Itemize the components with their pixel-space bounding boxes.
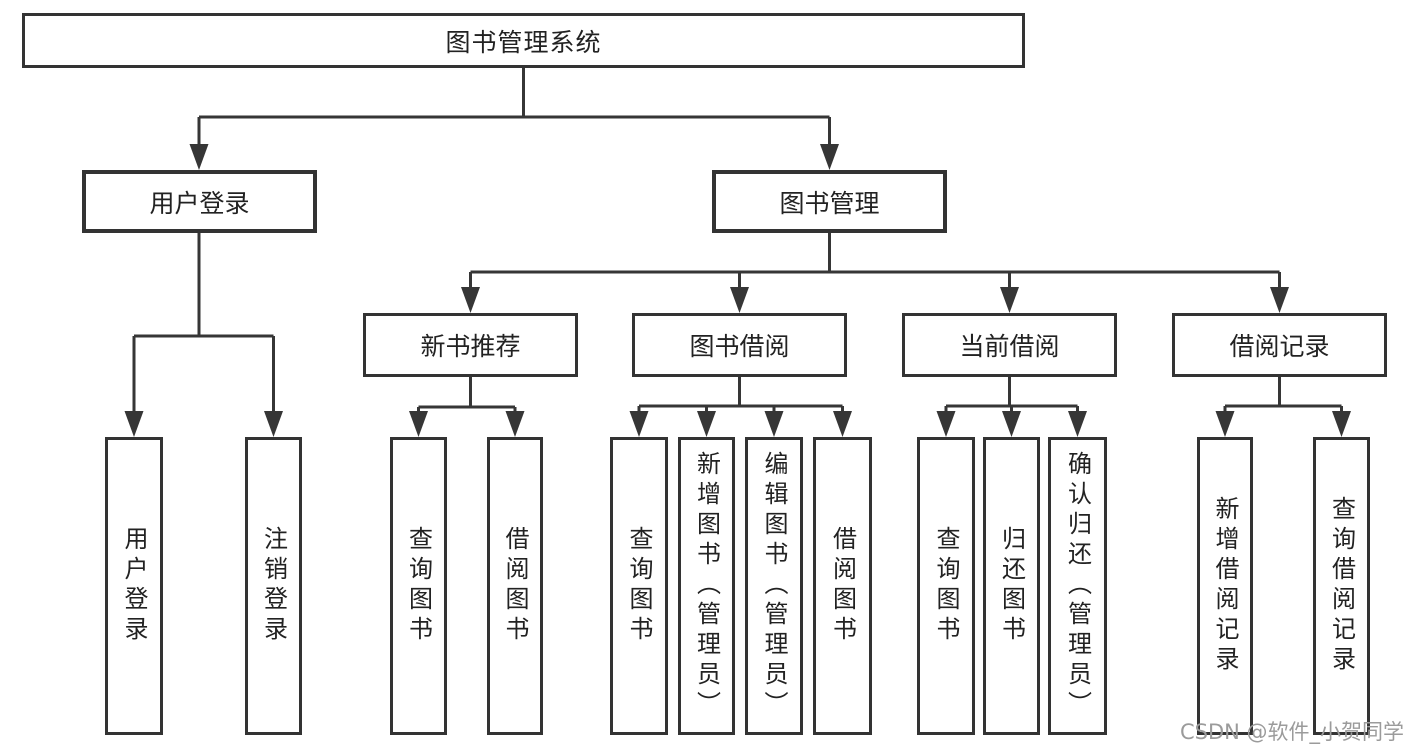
node-label: 新增图书（管理员） (692, 451, 721, 721)
leaf-logout: 注销登录 (245, 437, 302, 735)
leaf-query-books-recommend: 查询图书 (390, 437, 447, 735)
arrow-down-icon (1000, 287, 1019, 313)
arrow-down-icon (189, 144, 209, 170)
connector-user-login-children (132, 233, 275, 419)
watermark: CSDN @软件_小贺同学 (1180, 720, 1405, 744)
arrow-down-icon (629, 411, 649, 437)
node-label: 用户登录 (149, 188, 250, 218)
arrow-down-icon (1068, 411, 1087, 437)
arrow-down-icon (936, 411, 956, 437)
node-label: 查询图书 (404, 526, 433, 646)
node-user-login: 用户登录 (82, 170, 317, 233)
arrow-down-icon (124, 411, 144, 437)
arrow-down-icon (1332, 411, 1351, 437)
node-label: 新增借阅记录 (1211, 496, 1239, 676)
node-book-management: 图书管理 (712, 170, 947, 233)
arrow-down-icon (697, 411, 716, 437)
node-new-book-recommend: 新书推荐 (363, 313, 578, 377)
arrowheads (124, 144, 1351, 437)
arrow-down-icon (730, 287, 749, 313)
connector-book-borrowing-children (637, 377, 844, 419)
arrow-down-icon (833, 411, 852, 437)
connector-root-to-level2 (197, 68, 831, 152)
connector-borrowing-records-children (1223, 377, 1343, 419)
node-label: 图书借阅 (689, 332, 790, 361)
node-label: 注销登录 (259, 526, 288, 646)
leaf-add-borrow-record: 新增借阅记录 (1197, 437, 1253, 735)
node-label: 图书管理系统 (445, 27, 602, 57)
leaf-add-book-admin: 新增图书（管理员） (678, 437, 735, 735)
node-current-borrowing: 当前借阅 (902, 313, 1117, 377)
node-root: 图书管理系统 (22, 13, 1025, 68)
node-label: 用户登录 (120, 526, 148, 646)
arrow-down-icon (764, 411, 784, 437)
node-label: 借阅记录 (1229, 332, 1330, 361)
arrow-down-icon (1002, 411, 1021, 437)
node-label: 查询图书 (932, 526, 960, 646)
leaf-borrow-books-recommend: 借阅图书 (487, 437, 543, 735)
arrow-down-icon (461, 287, 480, 313)
node-label: 借阅图书 (501, 526, 529, 646)
node-label: 借阅图书 (828, 526, 857, 646)
connector-book-management-children (469, 233, 1281, 295)
leaf-borrow-books-borrowing: 借阅图书 (813, 437, 872, 735)
leaf-query-borrow-record: 查询借阅记录 (1313, 437, 1370, 735)
node-label: 查询借阅记录 (1327, 496, 1356, 676)
connector-new-book-recommend-children (417, 377, 517, 419)
leaf-user-login: 用户登录 (105, 437, 163, 735)
connector-paths (132, 68, 1343, 419)
node-borrowing-records: 借阅记录 (1172, 313, 1387, 377)
arrow-down-icon (1215, 411, 1235, 437)
arrow-down-icon (505, 411, 525, 437)
node-label: 确认归还（管理员） (1063, 451, 1092, 721)
node-label: 当前借阅 (959, 332, 1060, 361)
node-label: 编辑图书（管理员） (760, 451, 788, 721)
arrow-down-icon (820, 144, 839, 170)
node-label: 图书管理 (779, 188, 880, 218)
node-label: 查询图书 (625, 526, 653, 646)
leaf-confirm-return-admin: 确认归还（管理员） (1048, 437, 1107, 735)
leaf-query-books-current: 查询图书 (917, 437, 975, 735)
node-label: 新书推荐 (420, 332, 521, 361)
node-label: 归还图书 (997, 526, 1026, 646)
arrow-down-icon (1270, 287, 1289, 313)
node-book-borrowing: 图书借阅 (632, 313, 847, 377)
arrow-down-icon (264, 411, 283, 437)
leaf-query-books-borrowing: 查询图书 (610, 437, 668, 735)
arrow-down-icon (409, 411, 428, 437)
leaf-edit-book-admin: 编辑图书（管理员） (745, 437, 803, 735)
leaf-return-books: 归还图书 (983, 437, 1040, 735)
